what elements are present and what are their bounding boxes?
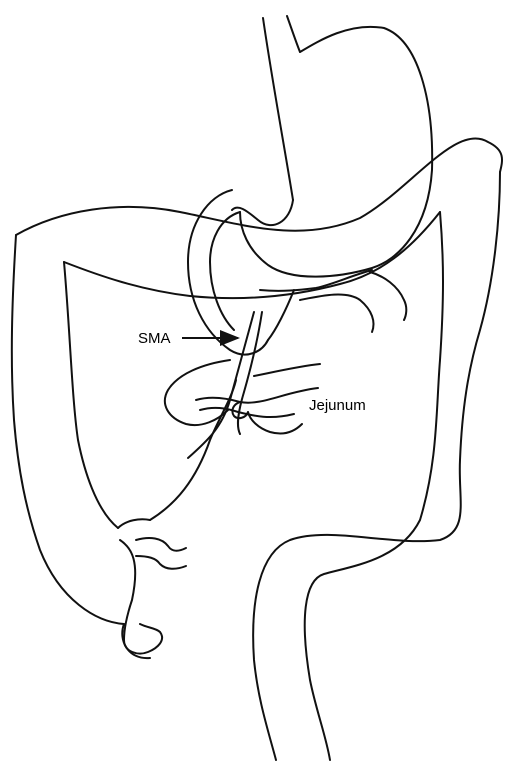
duodenal-bulb-inner: [210, 212, 240, 330]
descending-colon-outer: [253, 172, 500, 760]
esophagus-left-wall: [263, 18, 293, 200]
ascending-colon-left-wall: [12, 235, 124, 624]
small-bowel-loop-left: [165, 360, 230, 425]
esophagus-right-wall: [287, 16, 300, 52]
duodenum-distal-line: [370, 272, 406, 320]
ascending-colon-right-wall: [64, 262, 118, 528]
duodenal-bulb-outer: [188, 190, 268, 355]
stomach-outline: [240, 27, 432, 277]
duodenum-lower-loop: [300, 295, 374, 332]
ileocecal-loop-upper: [136, 538, 186, 551]
jejunum-loop-middle: [254, 364, 320, 376]
ileocecal-loop-lower: [136, 556, 186, 569]
jejunum-loop-upper: [196, 388, 318, 403]
descending-colon-inner: [305, 212, 443, 760]
jejunum-label: Jejunum: [309, 398, 366, 413]
transverse-colon-lower: [64, 212, 440, 298]
duodenum-descending-line: [268, 290, 294, 340]
ileum-outline: [150, 380, 236, 520]
sma-vessel-left: [188, 312, 254, 458]
sma-label: SMA: [138, 331, 171, 346]
